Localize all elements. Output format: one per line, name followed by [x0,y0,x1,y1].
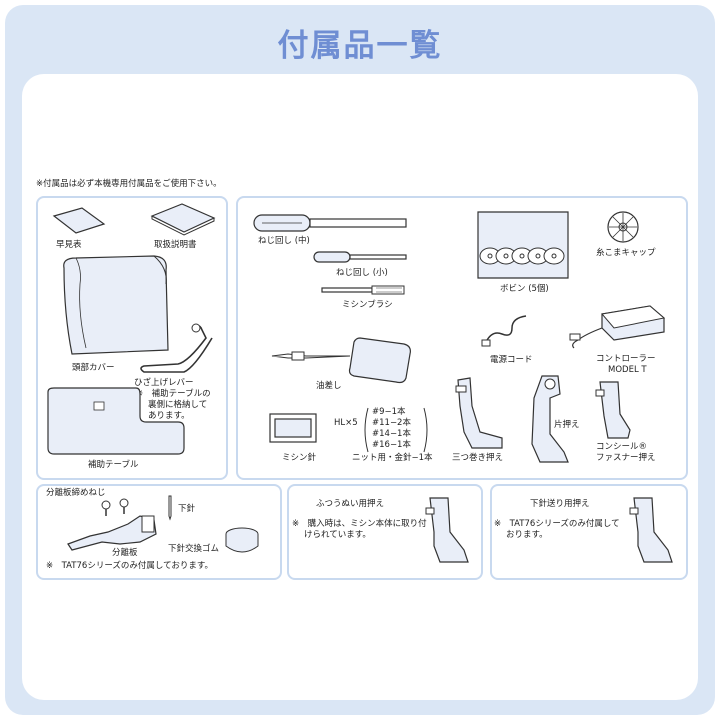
separator-plate-illustration [67,515,157,551]
needle-case-label: ミシン針 [282,453,317,463]
concealed-zipper-foot-label-1: コンシール® [596,442,648,452]
needle-14-label: #14−1本 [372,429,411,439]
needle-11-label: #11−2本 [372,418,411,428]
separator-screws-label: 分離板締めねじ [46,488,106,498]
lower-needle-label: 下針 [178,504,196,514]
oiler-illustration [271,337,411,384]
manual-illustration [150,203,216,236]
separator-screws-illustration [101,498,129,516]
bobbins-label: ボビン (5個) [500,284,549,294]
knee-lever-label: ひざ上げレバー [134,378,194,388]
three-fold-hemmer-foot-illustration [455,377,503,449]
small-screwdriver-illustration [313,251,407,263]
spool-cap-label: 糸こまキャップ [596,248,656,258]
page-title: 付属品一覧 [277,28,443,64]
power-cord-illustration [481,315,527,347]
spool-cap-illustration [607,211,639,243]
bottom-feed-foot-note-1: ※ TAT76シリーズのみ付属して [494,519,620,529]
needle-case-illustration [269,413,317,443]
single-foot-label: 片押え [554,420,580,430]
separator-plate-label: 分離板 [112,548,138,558]
medium-screwdriver-label: ねじ回し (中) [258,236,310,246]
knee-lever-illustration [140,323,213,373]
separator-note: ※ TAT76シリーズのみ付属しております。 [46,561,214,571]
needle-9-label: #9−1本 [372,407,406,417]
needle-knit-label: ニット用・金針−1本 [352,453,433,463]
manual-label: 取扱説明書 [154,240,197,250]
controller-label-2: MODEL T [608,365,647,375]
lower-needle-illustration [168,495,172,521]
single-foot-illustration [531,375,569,463]
concealed-zipper-foot-illustration [595,381,631,439]
three-fold-hemmer-foot-label: 三つ巻き押え [452,453,504,463]
knee-lever-note-2: 裏側に格納して [148,400,208,410]
needle-set-label: HL×5 [334,418,358,428]
small-screwdriver-label: ねじ回し (小) [336,268,388,278]
head-cover-illustration [63,255,169,355]
bottom-feed-foot-illustration [629,497,673,563]
accessory-box-bottom-feed-foot [490,484,688,580]
medium-screwdriver-illustration [253,214,407,232]
needle-bracket-illustration [364,407,428,453]
standard-foot-note-1: ※ 購入時は、ミシン本体に取り付 [292,519,427,529]
lower-needle-rubber-label: 下針交換ゴム [168,544,220,554]
auxiliary-table-illustration [47,387,185,455]
needle-16-label: #16−1本 [372,440,411,450]
bottom-feed-foot-title: 下針送り用押え [530,499,590,509]
quick-reference-label: 早見表 [56,240,82,250]
usage-note: ※付属品は必ず本機専用付属品をご使用下さい。 [36,179,222,189]
oiler-label: 油差し [316,381,342,391]
knee-lever-note-1: ※ 補助テーブルの [136,389,211,399]
auxiliary-table-label: 補助テーブル [88,460,139,470]
knee-lever-note-3: あります。 [148,411,190,421]
concealed-zipper-foot-label-2: ファスナー押え [596,453,656,463]
quick-reference-illustration [52,207,106,234]
brush-label: ミシンブラシ [342,300,393,310]
controller-illustration [569,305,666,349]
head-cover-label: 頭部カバー [72,363,115,373]
standard-foot-illustration [425,497,469,563]
brush-illustration [321,285,405,295]
controller-label-1: コントローラー [596,354,656,364]
lower-needle-rubber-illustration [225,527,259,553]
standard-foot-note-2: けられています。 [304,530,371,540]
bobbins-illustration [477,211,569,279]
power-cord-label: 電源コード [490,355,533,365]
bottom-feed-foot-note-2: おります。 [506,530,548,540]
standard-foot-title: ふつうぬい用押え [316,499,385,509]
